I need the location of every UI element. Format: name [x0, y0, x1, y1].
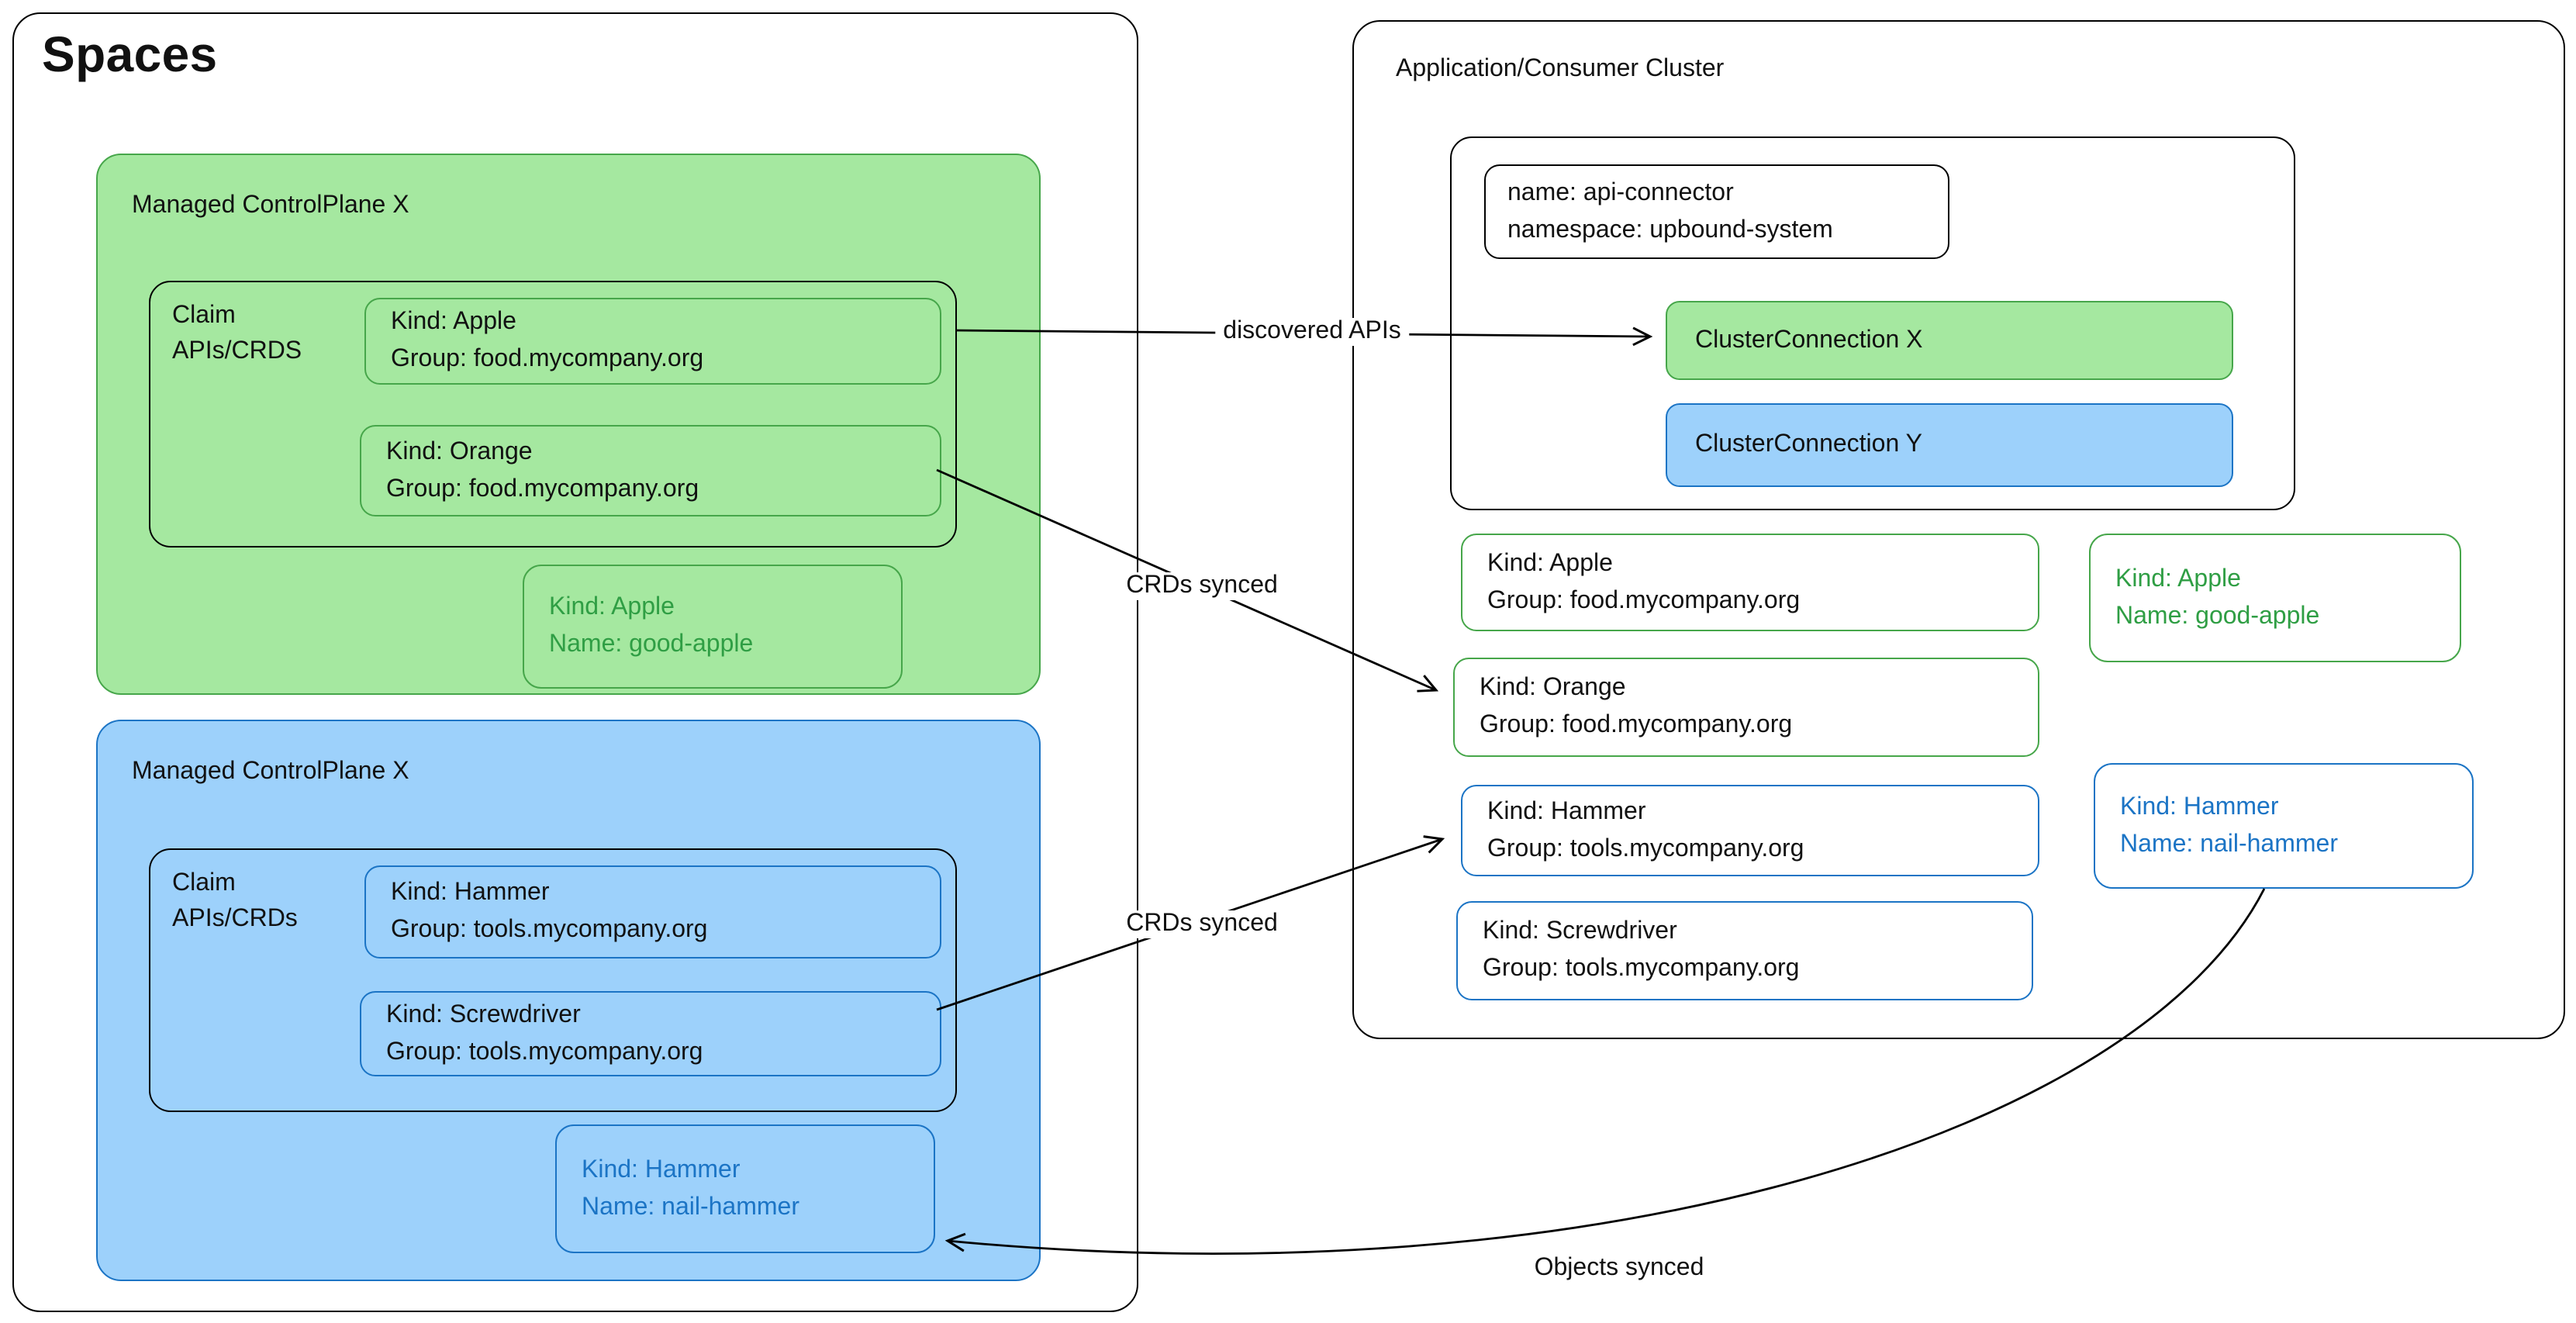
- synced-object-good-apple-kind: Kind: Apple: [2115, 565, 2241, 592]
- object-nail-hammer-name: Name: nail-hammer: [582, 1193, 799, 1220]
- crd-screwdriver-blue: Kind: Screwdriver Group: tools.mycompany…: [360, 991, 941, 1076]
- claim-label-line2: APIs/CRDS: [172, 338, 302, 364]
- object-good-apple-kind: Kind: Apple: [549, 594, 675, 620]
- crd-apple-kind: Kind: Apple: [391, 309, 516, 335]
- managed-controlplane-green: Managed ControlPlane X Claim APIs/CRDS K…: [96, 154, 1041, 695]
- label-objects-synced: Objects synced: [1526, 1255, 1712, 1283]
- synced-crd-apple-kind: Kind: Apple: [1487, 550, 1613, 576]
- synced-object-good-apple: Kind: Apple Name: good-apple: [2089, 534, 2461, 662]
- api-connector-name: name: api-connector: [1507, 179, 1734, 206]
- cluster-connection-x: ClusterConnection X: [1666, 301, 2233, 380]
- crd-orange-kind: Kind: Orange: [386, 438, 533, 465]
- synced-crd-hammer: Kind: Hammer Group: tools.mycompany.org: [1461, 785, 2039, 876]
- claim-label-line1: Claim: [172, 302, 236, 329]
- label-crds-synced-bottom: CRDs synced: [1118, 910, 1286, 938]
- claim-label-blue-line2: APIs/CRDs: [172, 906, 298, 932]
- crd-screwdriver-group: Group: tools.mycompany.org: [386, 1038, 703, 1065]
- synced-crd-hammer-kind: Kind: Hammer: [1487, 798, 1646, 824]
- api-connector-group: name: api-connector namespace: upbound-s…: [1450, 136, 2295, 510]
- object-good-apple-name: Name: good-apple: [549, 631, 754, 658]
- claim-apis-crds-label: Claim APIs/CRDS: [172, 298, 302, 369]
- object-nail-hammer-blue: Kind: Hammer Name: nail-hammer: [555, 1124, 935, 1253]
- crd-apple-green: Kind: Apple Group: food.mycompany.org: [364, 298, 941, 385]
- synced-crd-screwdriver-kind: Kind: Screwdriver: [1483, 918, 1677, 945]
- synced-object-nail-hammer: Kind: Hammer Name: nail-hammer: [2094, 763, 2474, 889]
- synced-crd-apple-group: Group: food.mycompany.org: [1487, 587, 1801, 613]
- spaces-container: Spaces Managed ControlPlane X Claim APIs…: [12, 12, 1138, 1312]
- consumer-cluster-container: Application/Consumer Cluster name: api-c…: [1352, 20, 2565, 1039]
- claim-label-blue-line1: Claim: [172, 870, 236, 896]
- managed-controlplane-blue-title: Managed ControlPlane X: [132, 758, 409, 785]
- synced-crd-orange: Kind: Orange Group: food.mycompany.org: [1453, 658, 2039, 757]
- synced-crd-hammer-group: Group: tools.mycompany.org: [1487, 835, 1804, 862]
- synced-object-nail-hammer-name: Name: nail-hammer: [2120, 831, 2338, 857]
- synced-crd-screwdriver: Kind: Screwdriver Group: tools.mycompany…: [1456, 901, 2033, 1000]
- spaces-title: Spaces: [42, 26, 218, 82]
- consumer-cluster-title: Application/Consumer Cluster: [1396, 56, 1725, 82]
- label-crds-synced-top: CRDs synced: [1118, 572, 1286, 600]
- claim-apis-crds-label-blue: Claim APIs/CRDs: [172, 865, 298, 937]
- managed-controlplane-blue: Managed ControlPlane X Claim APIs/CRDs K…: [96, 720, 1041, 1281]
- synced-crd-orange-kind: Kind: Orange: [1480, 675, 1626, 701]
- crd-screwdriver-kind: Kind: Screwdriver: [386, 1001, 581, 1028]
- crd-hammer-group: Group: tools.mycompany.org: [391, 917, 708, 943]
- crd-hammer-blue: Kind: Hammer Group: tools.mycompany.org: [364, 865, 941, 959]
- object-nail-hammer-kind: Kind: Hammer: [582, 1156, 741, 1183]
- object-good-apple-green: Kind: Apple Name: good-apple: [523, 565, 903, 689]
- cluster-connection-x-label: ClusterConnection X: [1695, 326, 1923, 353]
- synced-object-nail-hammer-kind: Kind: Hammer: [2120, 793, 2279, 820]
- cluster-connection-y-label: ClusterConnection Y: [1695, 431, 1922, 458]
- managed-controlplane-green-title: Managed ControlPlane X: [132, 192, 409, 219]
- claim-apis-crds-box-green: Claim APIs/CRDS Kind: Apple Group: food.…: [149, 281, 957, 548]
- synced-object-good-apple-name: Name: good-apple: [2115, 603, 2320, 629]
- label-discovered-apis: discovered APIs: [1215, 318, 1409, 346]
- crd-orange-group: Group: food.mycompany.org: [386, 475, 699, 502]
- api-connector-box: name: api-connector namespace: upbound-s…: [1484, 164, 1949, 259]
- synced-crd-orange-group: Group: food.mycompany.org: [1480, 712, 1793, 738]
- claim-apis-crds-box-blue: Claim APIs/CRDs Kind: Hammer Group: tool…: [149, 848, 957, 1112]
- crd-hammer-kind: Kind: Hammer: [391, 879, 550, 906]
- synced-crd-screwdriver-group: Group: tools.mycompany.org: [1483, 955, 1800, 982]
- cluster-connection-y: ClusterConnection Y: [1666, 403, 2233, 487]
- crd-apple-group: Group: food.mycompany.org: [391, 346, 704, 372]
- crd-orange-green: Kind: Orange Group: food.mycompany.org: [360, 425, 941, 516]
- synced-crd-apple: Kind: Apple Group: food.mycompany.org: [1461, 534, 2039, 631]
- api-connector-namespace: namespace: upbound-system: [1507, 216, 1833, 243]
